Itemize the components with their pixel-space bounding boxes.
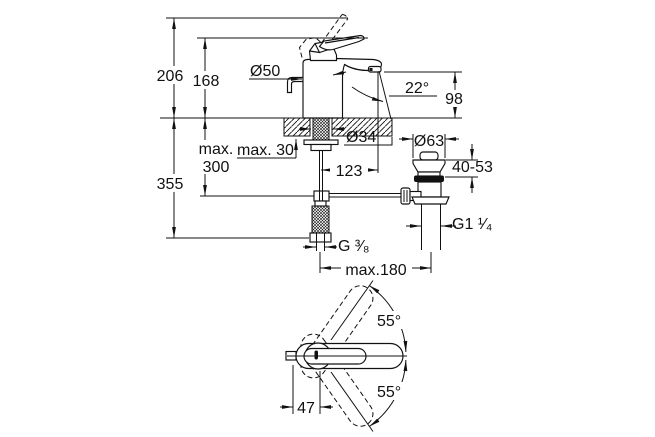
swivel-line-lower bbox=[330, 371, 374, 432]
dimension-annotations bbox=[160, 17, 478, 273]
label-body-diameter: Ø50 bbox=[250, 63, 280, 80]
swivel-line-upper bbox=[330, 280, 374, 341]
braided-hose bbox=[311, 205, 330, 234]
dimension-labels: 206 168 355 max. 300 max. 30 Ø50 22° 98 … bbox=[152, 63, 493, 417]
lever-raised-ghost-arm bbox=[321, 14, 349, 47]
label-total-below: 355 bbox=[157, 176, 184, 193]
aerator-detail bbox=[369, 68, 373, 71]
waste-rod-knob-ribs bbox=[403, 190, 408, 202]
faucet-side-view bbox=[286, 14, 383, 119]
label-spout-angle: 22° bbox=[405, 80, 429, 97]
rod-clamp-lines bbox=[319, 191, 323, 201]
lever-raised-ghost bbox=[298, 36, 322, 58]
hose-stub bbox=[316, 242, 325, 251]
pop-up-waste-assembly bbox=[400, 151, 450, 250]
label-waste-adjust-range: 40-53 bbox=[452, 159, 493, 176]
label-height-overall: 206 bbox=[157, 68, 184, 85]
threaded-shank bbox=[312, 117, 330, 143]
waste-plug bbox=[419, 151, 439, 161]
mounting-nut bbox=[310, 143, 332, 152]
label-swivel-upper: 55° bbox=[377, 313, 401, 330]
label-waste-flange-diameter: Ø63 bbox=[414, 133, 444, 150]
leader-dia34 bbox=[344, 137, 393, 146]
handle-swivel-ghost-upper bbox=[300, 285, 374, 379]
waste-seal-ring bbox=[414, 175, 444, 182]
waste-locknut bbox=[411, 196, 450, 205]
angle-arc-22deg bbox=[351, 86, 384, 102]
label-spout-height: 98 bbox=[445, 91, 463, 108]
waste-neck bbox=[417, 171, 441, 177]
label-spout-reach: 123 bbox=[336, 163, 363, 180]
leader-dia50-inner bbox=[332, 70, 347, 76]
water-stream-line bbox=[378, 70, 392, 120]
label-height-to-lever: 168 bbox=[193, 73, 220, 90]
lever-arm bbox=[318, 34, 365, 51]
pop-up-rod-vertical bbox=[319, 150, 323, 191]
spout-inner-curve bbox=[344, 64, 370, 72]
faucet-body bbox=[302, 57, 383, 119]
handle-top-view bbox=[280, 280, 408, 432]
label-hose-thread: G ³⁄₈ bbox=[338, 238, 370, 255]
label-deck-max-thickness: max. 30 bbox=[237, 142, 294, 159]
rod-clamp bbox=[313, 190, 330, 202]
label-hose-max-prefix: max. bbox=[199, 141, 234, 158]
waste-rod-knob bbox=[400, 187, 411, 205]
label-waste-thread: G1 ¹⁄₄ bbox=[452, 216, 492, 233]
label-swivel-lower: 55° bbox=[377, 384, 401, 401]
hose-nut bbox=[309, 232, 332, 243]
label-hose-max-value: 300 bbox=[203, 159, 230, 176]
washer bbox=[303, 139, 339, 146]
waste-flange bbox=[412, 159, 446, 173]
label-handle-pivot-offset: 47 bbox=[297, 400, 315, 417]
label-waste-max-distance: max.180 bbox=[345, 262, 406, 279]
handle-swivel-ghost-lower bbox=[300, 333, 374, 427]
deck-left bbox=[283, 117, 311, 137]
hose-connector bbox=[314, 200, 327, 207]
hose-nut-facets bbox=[316, 233, 325, 242]
handle-indicator-mark bbox=[314, 350, 318, 360]
pop-up-rod-horizontal bbox=[329, 193, 402, 198]
waste-tailpipe bbox=[421, 204, 441, 250]
label-hole-diameter: Ø34 bbox=[346, 129, 376, 146]
pull-rod-knob bbox=[286, 76, 303, 94]
supply-hose-assembly bbox=[309, 150, 402, 251]
